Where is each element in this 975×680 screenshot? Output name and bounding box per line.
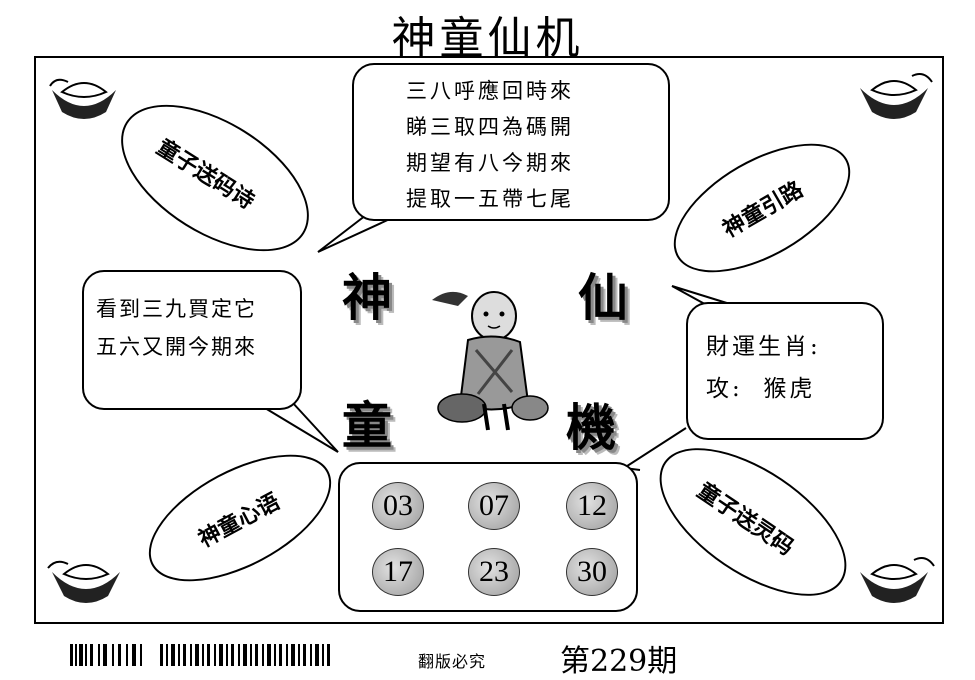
verse-line: 看到三九買定它 bbox=[96, 297, 257, 321]
child-figure-icon bbox=[432, 291, 549, 431]
verse-line: 五六又開今期來 bbox=[96, 335, 257, 359]
poem-line: 期望有八今期來 bbox=[406, 151, 574, 175]
issue-number: 第229期 bbox=[560, 644, 678, 679]
main-frame bbox=[34, 56, 944, 624]
left-verse-bubble: 看到三九買定它 五六又開今期來 bbox=[82, 270, 302, 410]
poem-line: 提取一五帶七尾 bbox=[406, 187, 574, 211]
number-ball: 17 bbox=[372, 548, 424, 596]
big-char-tong: 童 bbox=[342, 396, 392, 455]
poem-bubble: 三八呼應回時來 睇三取四為碼開 期望有八今期來 提取一五帶七尾 bbox=[352, 63, 670, 221]
big-char-xian: 仙 bbox=[578, 268, 628, 327]
gold-ingot-icon bbox=[860, 557, 935, 603]
numbers-panel: 03 07 12 17 23 30 bbox=[338, 462, 638, 612]
number-ball: 07 bbox=[468, 482, 520, 530]
gold-ingot-icon bbox=[49, 78, 116, 119]
ellipse-label: 神童引路 bbox=[718, 176, 808, 243]
big-char-shen: 神 bbox=[342, 268, 392, 327]
barcode-icon bbox=[70, 644, 330, 666]
gold-ingot-icon bbox=[860, 73, 933, 119]
zodiac-bubble: 財運生肖: 攻: 猴虎 bbox=[686, 302, 884, 440]
zodiac-line: 攻: 猴虎 bbox=[706, 376, 816, 402]
zodiac-heading: 財運生肖: bbox=[706, 334, 821, 360]
poem-line: 三八呼應回時來 bbox=[406, 79, 574, 103]
copyright-note: 翻版必究 bbox=[418, 652, 487, 671]
gold-ingot-icon bbox=[47, 560, 120, 603]
number-ball: 12 bbox=[566, 482, 618, 530]
big-char-ji: 機 bbox=[566, 398, 616, 457]
number-ball: 23 bbox=[468, 548, 520, 596]
poem-line: 睇三取四為碼開 bbox=[406, 115, 574, 139]
ellipse-label: 童子送灵码 bbox=[692, 477, 799, 561]
ellipse-label: 神童心语 bbox=[194, 488, 285, 553]
number-ball: 30 bbox=[566, 548, 618, 596]
page-title: 神童仙机 bbox=[391, 13, 584, 64]
ellipse-label: 童子送码诗 bbox=[151, 134, 260, 215]
number-ball: 03 bbox=[372, 482, 424, 530]
